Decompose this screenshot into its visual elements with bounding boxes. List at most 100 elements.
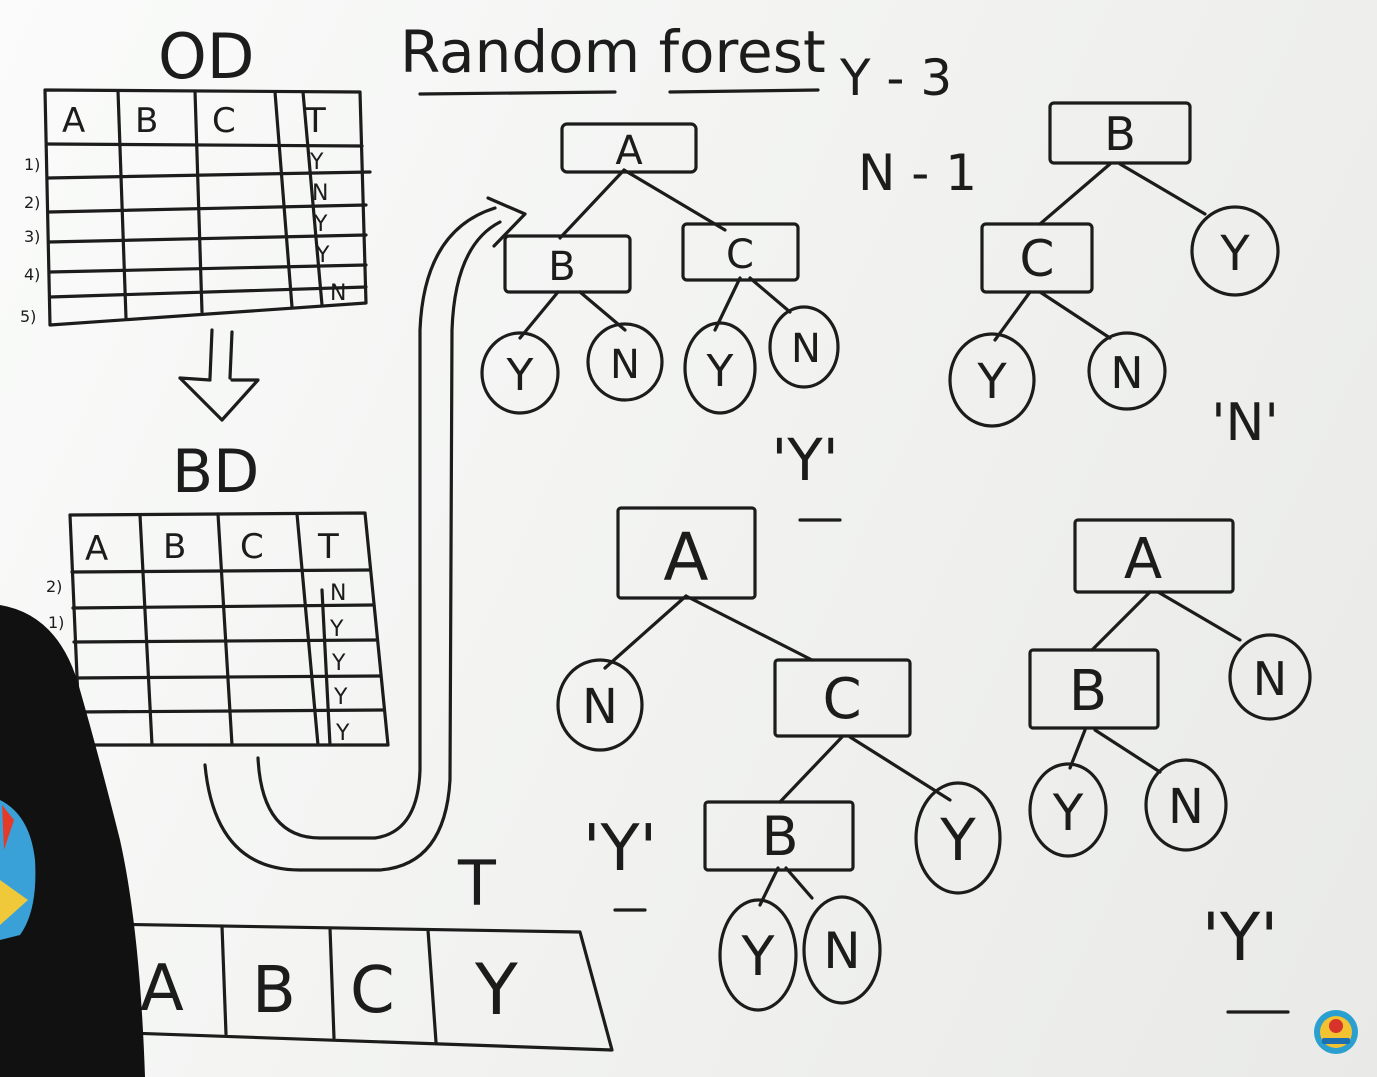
tree-4-leaf-label: N <box>1168 779 1204 835</box>
bd-row-index: 1) <box>48 613 64 632</box>
tree-2-root-label: B <box>1104 107 1136 161</box>
curved-arrow-icon <box>203 196 527 872</box>
down-arrow-icon <box>178 328 260 422</box>
tree-3-right-label: C <box>822 667 861 732</box>
tree-3-leaf <box>802 895 882 1005</box>
od-header-b: B <box>135 101 158 141</box>
bd-row-t: Y <box>331 651 346 676</box>
tree-1-leaf <box>586 322 664 402</box>
tree-4-root-label: A <box>1124 527 1162 592</box>
od-row-t: Y <box>309 150 324 175</box>
bd-header-b: B <box>163 527 186 567</box>
bd-header-a: A <box>85 529 108 569</box>
tree-1-leaf <box>480 331 560 415</box>
tree-1-left-label: B <box>548 244 575 290</box>
tree-4-leaf-label: Y <box>1052 784 1084 842</box>
tree-3-leaf-label: N <box>823 922 860 980</box>
vote-count-n: N - 1 <box>858 144 977 202</box>
tree-3-root-label: A <box>663 519 708 596</box>
tree-1-leaf-label: N <box>791 326 821 372</box>
od-row-t: Y <box>313 212 328 237</box>
od-row-index: 4) <box>24 265 40 284</box>
bd-label: BD <box>172 437 259 507</box>
tree-1-leaf-label: N <box>610 342 640 388</box>
bd-row-t: Y <box>329 617 344 642</box>
od-row-t: Y <box>315 243 330 268</box>
tree-1-leaf-label: Y <box>506 350 534 401</box>
tree-1-vote: 'Y' <box>771 426 838 494</box>
presenter-silhouette <box>0 605 145 1077</box>
title: Random forest <box>400 18 826 86</box>
tree-2-leaf-label: N <box>1111 348 1144 399</box>
tree-3-sub-label: B <box>761 805 798 868</box>
od-table: A B C T Y N Y Y N 1) 2) 3) 4) 5) <box>20 88 372 327</box>
test-row-cell: A <box>140 952 184 1026</box>
tree-2-left-label: C <box>1020 230 1055 288</box>
tree-4-left-label: B <box>1069 659 1107 724</box>
tree-1-root-label: A <box>615 128 643 174</box>
bd-row-index: 2) <box>46 577 62 596</box>
tree-1-left-node <box>503 234 632 294</box>
tree-1-root-node <box>560 122 698 174</box>
bd-header-c: C <box>240 527 264 567</box>
tree-3-right-node <box>773 658 912 738</box>
tree-3-leaf-label: Y <box>741 925 776 988</box>
tree-2-left-node <box>980 222 1094 294</box>
tree-4-leaf-label: N <box>1253 652 1287 706</box>
tree-2: B C Y Y N 'N' <box>948 101 1280 453</box>
od-row-index: 5) <box>20 307 36 326</box>
tree-3-sub-node <box>703 800 855 872</box>
od-row-t: N <box>330 281 346 306</box>
bd-header-t: T <box>317 527 339 567</box>
bd-table: A B C T N Y Y Y Y 2) 1) 1) <box>46 511 390 747</box>
tree-1-right-label: C <box>726 232 754 278</box>
test-row: A B C Y <box>98 922 614 1052</box>
tree-3-leaf <box>914 781 1002 895</box>
tree-1-leaf <box>683 321 757 415</box>
tree-2-leaf-label: Y <box>976 354 1007 410</box>
tree-1-leaf <box>768 305 840 389</box>
tree-3-vote: 'Y' <box>583 812 657 886</box>
od-header-a: A <box>62 101 85 141</box>
bd-row-t: Y <box>333 685 348 710</box>
tree-3: A N C B Y Y N 'Y' <box>556 506 1002 1012</box>
tree-3-leaf <box>718 898 798 1012</box>
bd-row-t: N <box>330 581 346 606</box>
od-label: OD <box>158 20 255 93</box>
test-row-cell: Y <box>474 949 518 1031</box>
tree-4: A B N Y N 'Y' <box>1028 518 1312 1014</box>
tree-4-vote: 'Y' <box>1202 899 1279 976</box>
od-header-c: C <box>212 101 236 141</box>
bd-row-t: Y <box>335 721 350 746</box>
test-row-label: T <box>457 847 497 920</box>
vote-count-y: Y - 3 <box>839 49 952 107</box>
tree-2-leaf <box>948 332 1036 428</box>
tree-2-vote: 'N' <box>1211 393 1279 453</box>
tree-3-leaf-label: N <box>582 679 618 735</box>
tree-4-root-node <box>1073 518 1235 594</box>
od-row-index: 3) <box>24 227 40 246</box>
tree-2-leaf <box>1190 205 1280 297</box>
od-row-index: 2) <box>24 193 40 212</box>
od-row-index: 1) <box>24 155 40 174</box>
tree-2-leaf <box>1087 331 1167 411</box>
tree-4-leaf <box>1228 633 1312 721</box>
test-row-cell: B <box>252 954 296 1028</box>
tree-4-leaf <box>1028 762 1108 858</box>
tree-2-root-node <box>1048 101 1192 165</box>
tree-2-leaf-label: Y <box>1219 226 1250 282</box>
test-row-cell: C <box>350 954 395 1028</box>
tree-1-right-node <box>681 222 800 282</box>
tree-3-leaf <box>556 658 644 752</box>
tree-4-left-node <box>1028 648 1160 730</box>
tree-3-leaf-label: Y <box>939 806 976 874</box>
tree-1: A B C Y N Y N 'Y' <box>480 122 842 522</box>
title-underline <box>418 88 820 96</box>
od-header-t: T <box>304 101 326 141</box>
tree-3-root-node <box>616 506 757 600</box>
tree-1-leaf-label: Y <box>706 346 734 397</box>
channel-logo-icon <box>1314 1010 1358 1054</box>
od-row-t: N <box>312 181 328 206</box>
